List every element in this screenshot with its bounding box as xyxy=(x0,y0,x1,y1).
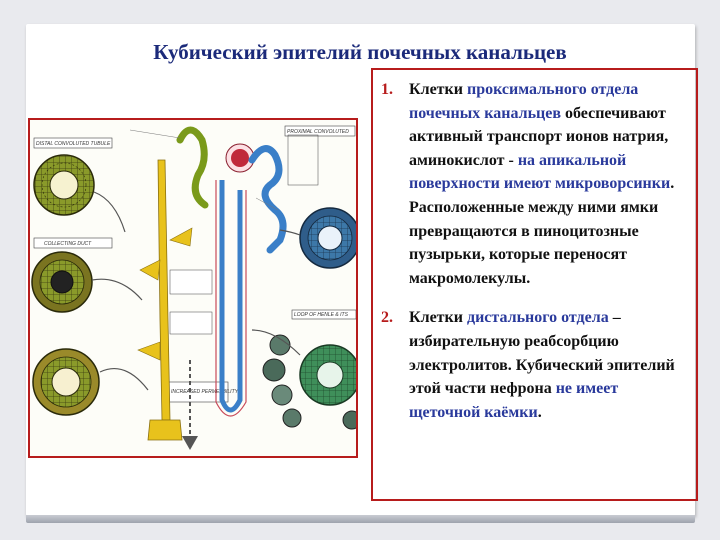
label-loop: LOOP OF HENLE & ITS xyxy=(294,312,349,318)
nephron-figure: DISTAL CONVOLUTED TUBULE COLLECTING DUCT… xyxy=(28,118,358,458)
label-collecting: COLLECTING DUCT xyxy=(44,241,92,247)
nephron-illustration: DISTAL CONVOLUTED TUBULE COLLECTING DUCT… xyxy=(31,125,356,450)
label-distal: DISTAL CONVOLUTED TUBULE xyxy=(36,141,111,147)
cross-section-collecting xyxy=(31,251,93,313)
item-number: 2. xyxy=(381,309,393,327)
text-panel: 1. Клетки проксимального отдела почечных… xyxy=(371,68,698,501)
item-highlight: на апикальной поверхности имеют микровор… xyxy=(409,151,671,193)
item-text: – избирательную реабсорбцию электролитов… xyxy=(409,309,675,398)
item-text: . Расположенные между ними ямки превраща… xyxy=(409,175,675,287)
list-item-1: 1. Клетки проксимального отдела почечных… xyxy=(381,78,688,290)
loop-of-henle xyxy=(219,180,243,413)
capillary-cluster xyxy=(262,334,356,430)
cross-section-proximal-left xyxy=(32,348,100,416)
collecting-duct xyxy=(157,159,171,421)
label-box xyxy=(33,137,113,149)
item-highlight: проксимального отдела почечных канальцев xyxy=(409,81,639,122)
item-text: . xyxy=(537,403,542,421)
glomerulus xyxy=(231,149,249,167)
slide-title: Кубический эпителий почечных канальцев xyxy=(153,40,567,64)
slide-bottom-bar xyxy=(26,515,695,523)
item-highlight: дистального отдела xyxy=(466,309,609,327)
item-text: обеспечивают активный транспорт ионов на… xyxy=(409,104,669,169)
cross-section-proximal-right xyxy=(299,207,356,269)
item-text: Клетки xyxy=(409,309,467,327)
item-highlight: не имеет щеточной каёмки xyxy=(409,380,619,421)
item-number: 1. xyxy=(381,81,393,98)
label-proximal: PROXIMAL CONVOLUTED xyxy=(287,129,349,135)
cross-section-loop xyxy=(299,344,356,406)
cross-section-distal xyxy=(33,154,95,216)
item-text: Клетки xyxy=(409,81,467,98)
list-item-2: 2. Клетки дистального отдела – избирател… xyxy=(381,306,688,424)
label-increased: INCREASED PERMEABILITY xyxy=(171,389,239,395)
